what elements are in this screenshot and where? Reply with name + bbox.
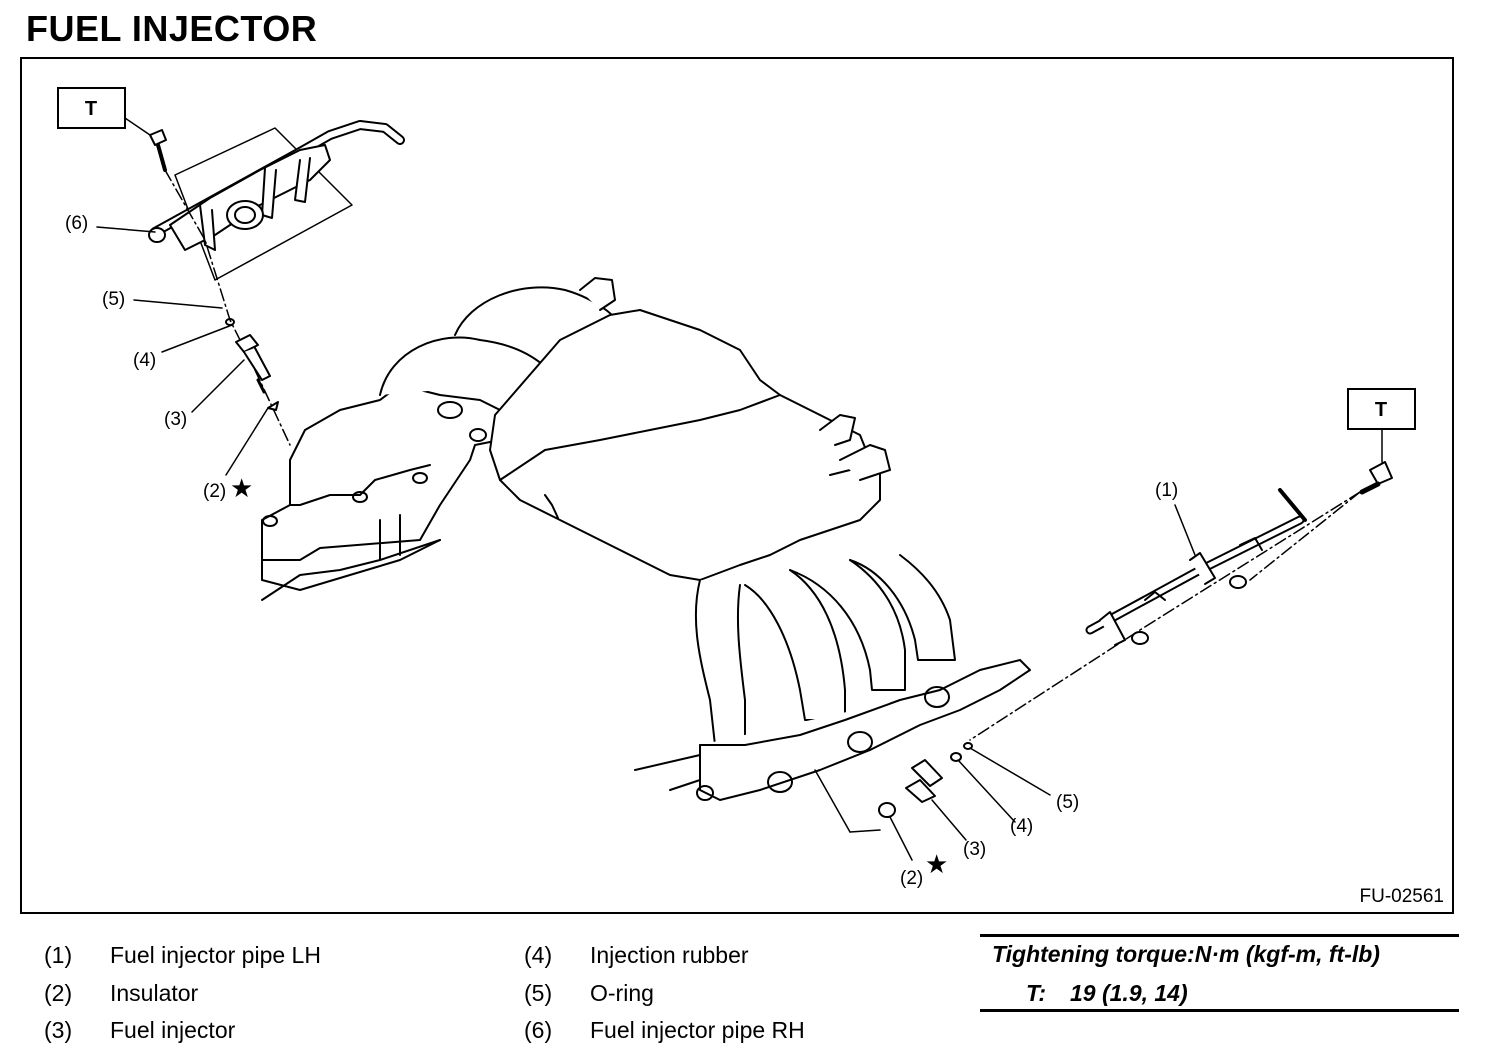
- legend-label: O-ring: [590, 980, 654, 1006]
- callout-2-left: (2): [203, 481, 226, 502]
- torque-box-left-label: T: [85, 98, 97, 120]
- torque-spec: Tightening torque:N·m (kgf-m, ft-lb) T: …: [980, 934, 1459, 1012]
- callout-6: (6): [65, 213, 88, 234]
- intake-manifold: [261, 277, 1031, 801]
- torque-key: T:: [1026, 980, 1047, 1006]
- torque-value: 19 (1.9, 14): [1070, 980, 1188, 1006]
- legend-number: (3): [44, 1017, 73, 1043]
- torque-heading: Tightening torque:N·m (kgf-m, ft-lb): [992, 941, 1380, 967]
- legend-label: Fuel injector: [110, 1017, 236, 1043]
- right-injector-parts: [878, 742, 973, 818]
- figure-id: FU-02561: [1359, 886, 1445, 907]
- callout-5-right: (5): [1056, 792, 1079, 813]
- diagram-frame: [20, 57, 1454, 914]
- legend-number: (2): [44, 980, 73, 1006]
- torque-box-right: [1347, 388, 1416, 430]
- star-left: ★: [230, 474, 253, 504]
- legend-label: Fuel injector pipe RH: [590, 1017, 805, 1043]
- callout-5-left: (5): [102, 289, 125, 310]
- callout-3-left: (3): [164, 409, 187, 430]
- legend-label: Fuel injector pipe LH: [110, 942, 321, 968]
- legend-number: (4): [524, 942, 553, 968]
- legend-label: Insulator: [110, 980, 199, 1006]
- left-injector-parts: [225, 318, 279, 411]
- fuel-injector-pipe-rh: [148, 120, 405, 281]
- callout-1: (1): [1155, 480, 1178, 501]
- legend-number: (5): [524, 980, 553, 1006]
- callout-4-left: (4): [133, 350, 156, 371]
- star-right: ★: [925, 850, 948, 880]
- legend-number: (6): [524, 1017, 553, 1043]
- callout-4-right: (4): [1010, 816, 1033, 837]
- legend-label: Injection rubber: [590, 942, 749, 968]
- fuel-injector-pipe-lh: [1085, 461, 1393, 646]
- callout-3-right: (3): [963, 839, 986, 860]
- page-title: FUEL INJECTOR: [26, 8, 318, 49]
- torque-box-left: [57, 87, 126, 129]
- legend-number: (1): [44, 942, 73, 968]
- torque-box-right-label: T: [1375, 399, 1387, 421]
- callout-2-right: (2): [900, 868, 923, 889]
